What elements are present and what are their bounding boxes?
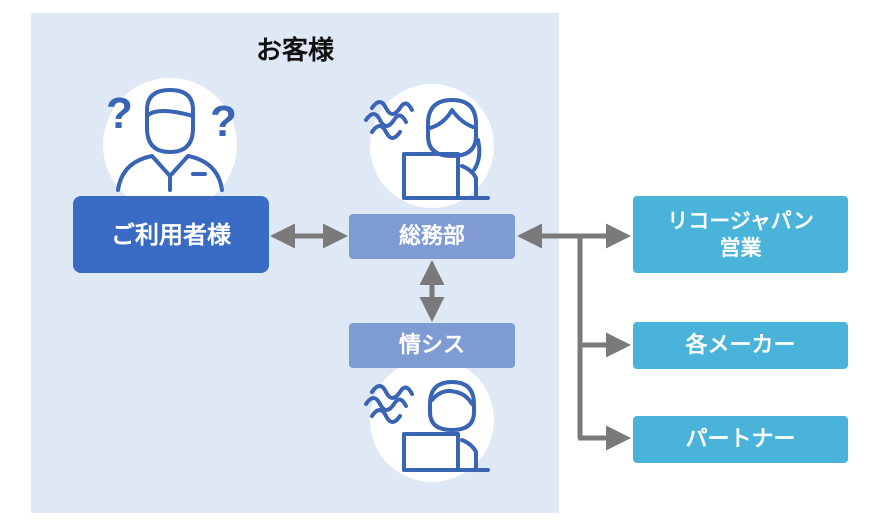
- svg-text:?: ?: [210, 97, 237, 146]
- confused-person-icon: ? ?: [103, 78, 237, 212]
- general-affairs-node-label: 総務部: [398, 223, 465, 249]
- partners-node: パートナー: [633, 416, 848, 463]
- general-affairs-node: 総務部: [349, 214, 515, 259]
- ricoh-sales-node-line2: 営業: [719, 235, 762, 260]
- user-node-label: ご利用者様: [111, 220, 231, 249]
- user-node: ご利用者様: [73, 196, 269, 273]
- ricoh-sales-node: リコージャパン 営業: [633, 196, 848, 273]
- makers-node: 各メーカー: [633, 322, 848, 369]
- partners-node-label: パートナー: [685, 426, 796, 452]
- svg-text:?: ?: [106, 89, 133, 138]
- makers-node-label: 各メーカー: [685, 332, 796, 358]
- customer-title: お客様: [255, 36, 334, 66]
- stressed-office-worker-icon-bottom: [364, 358, 494, 482]
- info-systems-node: 情シス: [349, 323, 515, 368]
- info-systems-node-label: 情シス: [398, 332, 465, 358]
- ricoh-sales-node-line1: リコージャパン: [667, 209, 814, 234]
- stressed-office-worker-icon: [364, 84, 494, 208]
